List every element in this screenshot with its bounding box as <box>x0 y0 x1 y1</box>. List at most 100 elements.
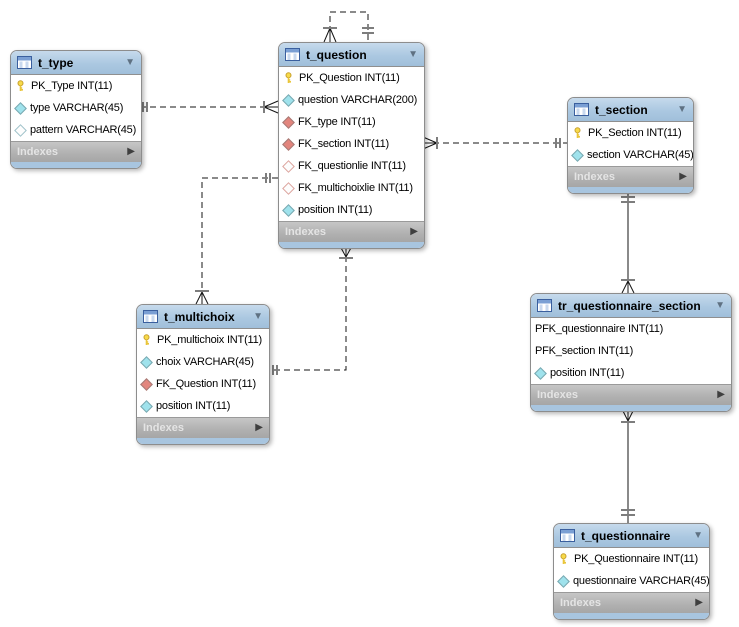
column-row[interactable]: PK_Type INT(11) <box>11 75 141 97</box>
indexes-row[interactable]: Indexes ▶ <box>554 592 709 613</box>
table-icon <box>17 56 32 69</box>
indexes-row[interactable]: Indexes ▶ <box>279 221 424 242</box>
relationship-t_question-t_multichoix-b[interactable] <box>268 245 353 375</box>
column-required-icon <box>557 574 570 588</box>
primary-key-icon <box>560 553 567 564</box>
expand-right-icon: ▶ <box>679 171 687 182</box>
table-header-tr_questionnaire_section[interactable]: tr_questionnaire_section ▼ <box>531 294 731 318</box>
table-icon <box>143 310 158 323</box>
chevron-down-icon[interactable]: ▼ <box>693 529 703 541</box>
column-label: questionnaire VARCHAR(45) <box>573 575 709 587</box>
chevron-down-icon[interactable]: ▼ <box>253 310 263 322</box>
chevron-down-icon[interactable]: ▼ <box>677 103 687 115</box>
table-icon <box>560 529 575 542</box>
column-row[interactable]: questionnaire VARCHAR(45) <box>554 570 709 592</box>
primary-key-icon <box>285 72 292 83</box>
column-label: PFK_section INT(11) <box>535 345 634 357</box>
table-icon <box>537 299 552 312</box>
column-label: FK_questionlie INT(11) <box>298 160 406 172</box>
column-label: PK_multichoix INT(11) <box>157 334 263 346</box>
indexes-row[interactable]: Indexes ▶ <box>11 141 141 162</box>
chevron-down-icon[interactable]: ▼ <box>715 299 725 311</box>
column-required-icon <box>14 101 27 115</box>
table-header-t_section[interactable]: t_section ▼ <box>568 98 693 122</box>
column-row[interactable]: position INT(11) <box>531 362 731 384</box>
primary-key-icon <box>574 127 581 138</box>
column-row[interactable]: FK_questionlie INT(11) <box>279 155 424 177</box>
column-list: PK_Section INT(11) section VARCHAR(45) <box>568 122 693 166</box>
column-label: FK_type INT(11) <box>298 116 376 128</box>
column-row[interactable]: position INT(11) <box>279 199 424 221</box>
primary-key-icon <box>143 334 150 345</box>
relationship-t_question-t_section[interactable] <box>422 136 567 150</box>
table-header-t_questionnaire[interactable]: t_questionnaire ▼ <box>554 524 709 548</box>
table-bottom-strip <box>11 162 141 168</box>
table-icon <box>574 103 589 116</box>
column-row[interactable]: PFK_section INT(11) <box>531 340 731 362</box>
column-row[interactable]: FK_section INT(11) <box>279 133 424 155</box>
column-label: PFK_questionnaire INT(11) <box>535 323 664 335</box>
table-t_multichoix: t_multichoix ▼ PK_multichoix INT(11) cho… <box>136 304 270 445</box>
column-label: FK_section INT(11) <box>298 138 389 150</box>
column-row[interactable]: question VARCHAR(200) <box>279 89 424 111</box>
expand-right-icon: ▶ <box>127 146 135 157</box>
column-label: FK_multichoixlie INT(11) <box>298 182 413 194</box>
column-label: choix VARCHAR(45) <box>156 356 254 368</box>
table-icon <box>285 48 300 61</box>
indexes-label: Indexes <box>537 389 578 401</box>
column-row[interactable]: type VARCHAR(45) <box>11 97 141 119</box>
relationship-t_section-tr_questionnaire_section[interactable] <box>621 191 635 294</box>
table-header-t_multichoix[interactable]: t_multichoix ▼ <box>137 305 269 329</box>
column-list: PFK_questionnaire INT(11) PFK_section IN… <box>531 318 731 384</box>
column-label: PK_Question INT(11) <box>299 72 400 84</box>
relationship-t_question-t_multichoix-a[interactable] <box>195 173 278 305</box>
column-label: PK_Section INT(11) <box>588 127 682 139</box>
fk-required-icon <box>282 137 295 151</box>
column-row[interactable]: PK_Questionnaire INT(11) <box>554 548 709 570</box>
relationship-tr_questionnaire_section-t_questionnaire[interactable] <box>621 408 635 523</box>
column-row[interactable]: section VARCHAR(45) <box>568 144 693 166</box>
column-list: PK_Question INT(11) question VARCHAR(200… <box>279 67 424 221</box>
table-bottom-strip <box>137 438 269 444</box>
column-row[interactable]: position INT(11) <box>137 395 269 417</box>
table-bottom-strip <box>531 405 731 411</box>
expand-right-icon: ▶ <box>717 389 725 400</box>
relationship-t_question-self[interactable] <box>323 11 374 43</box>
column-label: question VARCHAR(200) <box>298 94 418 106</box>
table-title: t_type <box>38 55 74 70</box>
column-label: pattern VARCHAR(45) <box>30 124 137 136</box>
column-nullable-icon <box>14 123 27 137</box>
column-row[interactable]: PK_multichoix INT(11) <box>137 329 269 351</box>
expand-right-icon: ▶ <box>255 422 263 433</box>
indexes-row[interactable]: Indexes ▶ <box>568 166 693 187</box>
chevron-down-icon[interactable]: ▼ <box>125 56 135 68</box>
column-row[interactable]: PK_Section INT(11) <box>568 122 693 144</box>
table-header-t_type[interactable]: t_type ▼ <box>11 51 141 75</box>
column-list: PK_multichoix INT(11) choix VARCHAR(45) … <box>137 329 269 417</box>
column-label: PK_Type INT(11) <box>31 80 113 92</box>
indexes-row[interactable]: Indexes ▶ <box>137 417 269 438</box>
column-row[interactable]: pattern VARCHAR(45) <box>11 119 141 141</box>
fk-required-icon <box>140 377 153 391</box>
column-list: PK_Questionnaire INT(11) questionnaire V… <box>554 548 709 592</box>
table-bottom-strip <box>554 613 709 619</box>
table-title: t_section <box>595 102 648 117</box>
column-row[interactable]: PK_Question INT(11) <box>279 67 424 89</box>
indexes-label: Indexes <box>143 422 184 434</box>
column-label: PK_Questionnaire INT(11) <box>574 553 698 565</box>
column-row[interactable]: choix VARCHAR(45) <box>137 351 269 373</box>
indexes-label: Indexes <box>285 226 326 238</box>
table-header-t_question[interactable]: t_question ▼ <box>279 43 424 67</box>
table-title: tr_questionnaire_section <box>558 298 701 313</box>
indexes-row[interactable]: Indexes ▶ <box>531 384 731 405</box>
column-row[interactable]: FK_Question INT(11) <box>137 373 269 395</box>
column-label: section VARCHAR(45) <box>587 149 693 161</box>
column-row[interactable]: PFK_questionnaire INT(11) <box>531 318 731 340</box>
column-row[interactable]: FK_type INT(11) <box>279 111 424 133</box>
expand-right-icon: ▶ <box>410 226 418 237</box>
chevron-down-icon[interactable]: ▼ <box>408 48 418 60</box>
relationship-t_type-t_question[interactable] <box>140 100 279 114</box>
column-row[interactable]: FK_multichoixlie INT(11) <box>279 177 424 199</box>
